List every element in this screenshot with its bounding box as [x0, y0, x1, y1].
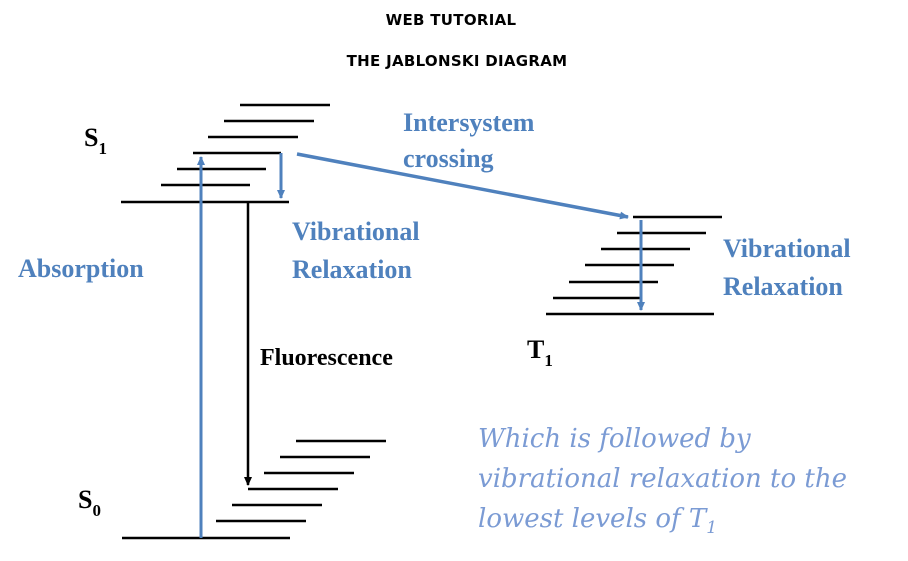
- note-line-3-text: lowest levels of: [478, 504, 689, 534]
- t1-relaxation-label-line2: Relaxation: [723, 272, 843, 301]
- t1-state-label: T1: [527, 335, 553, 370]
- absorption-label: Absorption: [18, 254, 144, 283]
- note-t1-state: T: [688, 504, 707, 534]
- s1-relaxation-label-line1: Vibrational: [292, 217, 420, 246]
- fluorescence-label: Fluorescence: [260, 345, 393, 371]
- note-line-1: Which is followed by: [478, 424, 751, 454]
- s1-relaxation-label-line2: Relaxation: [292, 255, 412, 284]
- note-line-3: lowest levels of T1: [478, 499, 898, 548]
- isc-label-line2: crossing: [403, 144, 494, 173]
- t1-relaxation-label-line1: Vibrational: [723, 234, 851, 263]
- note-t1-subscript: 1: [706, 518, 718, 539]
- explanation-note: Which is followed by vibrational relaxat…: [478, 419, 898, 548]
- isc-label-line1: Intersystem: [403, 108, 535, 137]
- diagram-title: THE JABLONSKI DIAGRAM: [346, 52, 568, 70]
- note-line-2: vibrational relaxation to the: [478, 464, 847, 494]
- t1-energy-levels: [546, 215, 722, 316]
- s0-energy-levels: [122, 439, 386, 540]
- s1-energy-levels: [121, 103, 330, 204]
- s0-state-label: S0: [78, 485, 101, 520]
- intersystem-crossing-arrow: [296, 152, 629, 220]
- s1-state-label: S1: [84, 123, 107, 158]
- tutorial-header: WEB TUTORIAL: [385, 11, 517, 29]
